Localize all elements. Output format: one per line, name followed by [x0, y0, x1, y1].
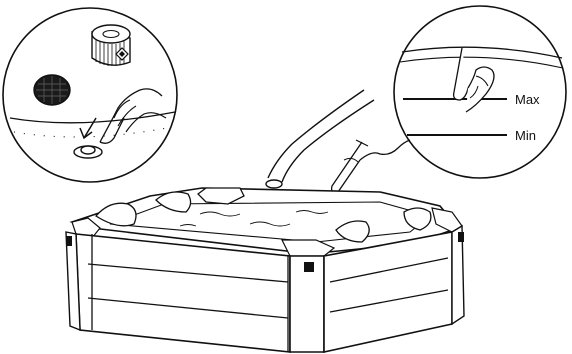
water-level-detail-circle: Max Min	[394, 6, 566, 178]
hot-tub	[66, 188, 464, 352]
side-clip-right-icon	[458, 232, 464, 242]
side-clip-left-icon	[66, 236, 72, 246]
max-label: Max	[515, 92, 540, 107]
hand-checking-level-icon	[332, 140, 410, 192]
filter-cartridge-icon	[92, 25, 130, 66]
mesh-grate-icon	[34, 75, 70, 105]
front-left-wall	[76, 234, 290, 352]
min-label: Min	[515, 128, 536, 143]
filter-detail-circle	[3, 8, 177, 182]
drain-fitting-icon	[74, 146, 102, 158]
control-badge-icon	[304, 262, 314, 272]
